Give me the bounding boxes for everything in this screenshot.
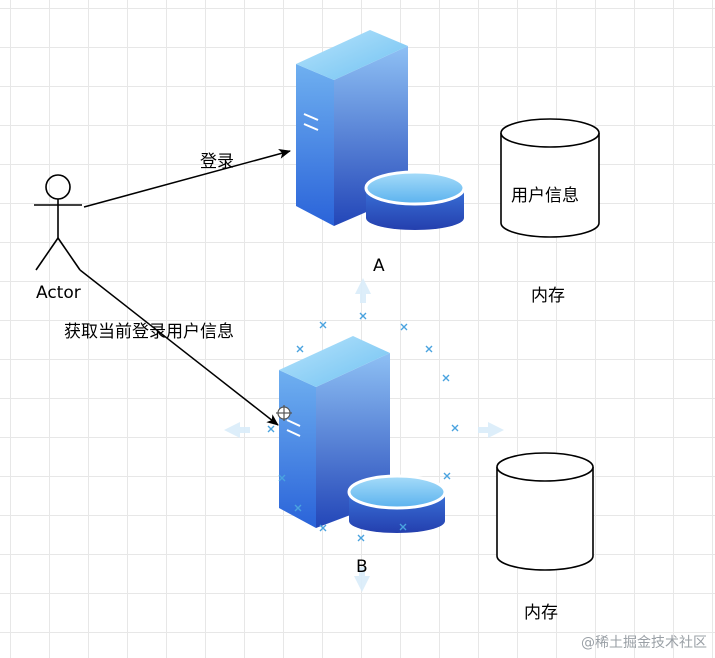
actor-label: Actor [36, 283, 81, 303]
edge-get-user[interactable] [79, 269, 279, 426]
db-user-info-label: 用户信息 [511, 186, 579, 206]
memory-cylinder-b[interactable] [496, 452, 594, 571]
edge-get-user-label: 获取当前登录用户信息 [64, 322, 234, 342]
db-user-info-cylinder[interactable] [500, 118, 600, 238]
server-a-label: A [373, 256, 385, 276]
server-b-label: B [356, 557, 368, 577]
server-b-icon[interactable] [279, 336, 447, 533]
server-a-icon[interactable] [296, 30, 466, 230]
edge-login-label: 登录 [200, 152, 234, 172]
watermark: @稀土掘金技术社区 [581, 635, 707, 651]
selection-handles[interactable] [267, 312, 459, 542]
move-cursor-icon [276, 405, 292, 421]
hover-arrows[interactable] [224, 278, 504, 592]
edge-login[interactable] [83, 149, 291, 208]
memory-b-label: 内存 [524, 603, 558, 623]
actor-figure[interactable] [34, 174, 82, 271]
memory-a-label: 内存 [531, 286, 565, 306]
